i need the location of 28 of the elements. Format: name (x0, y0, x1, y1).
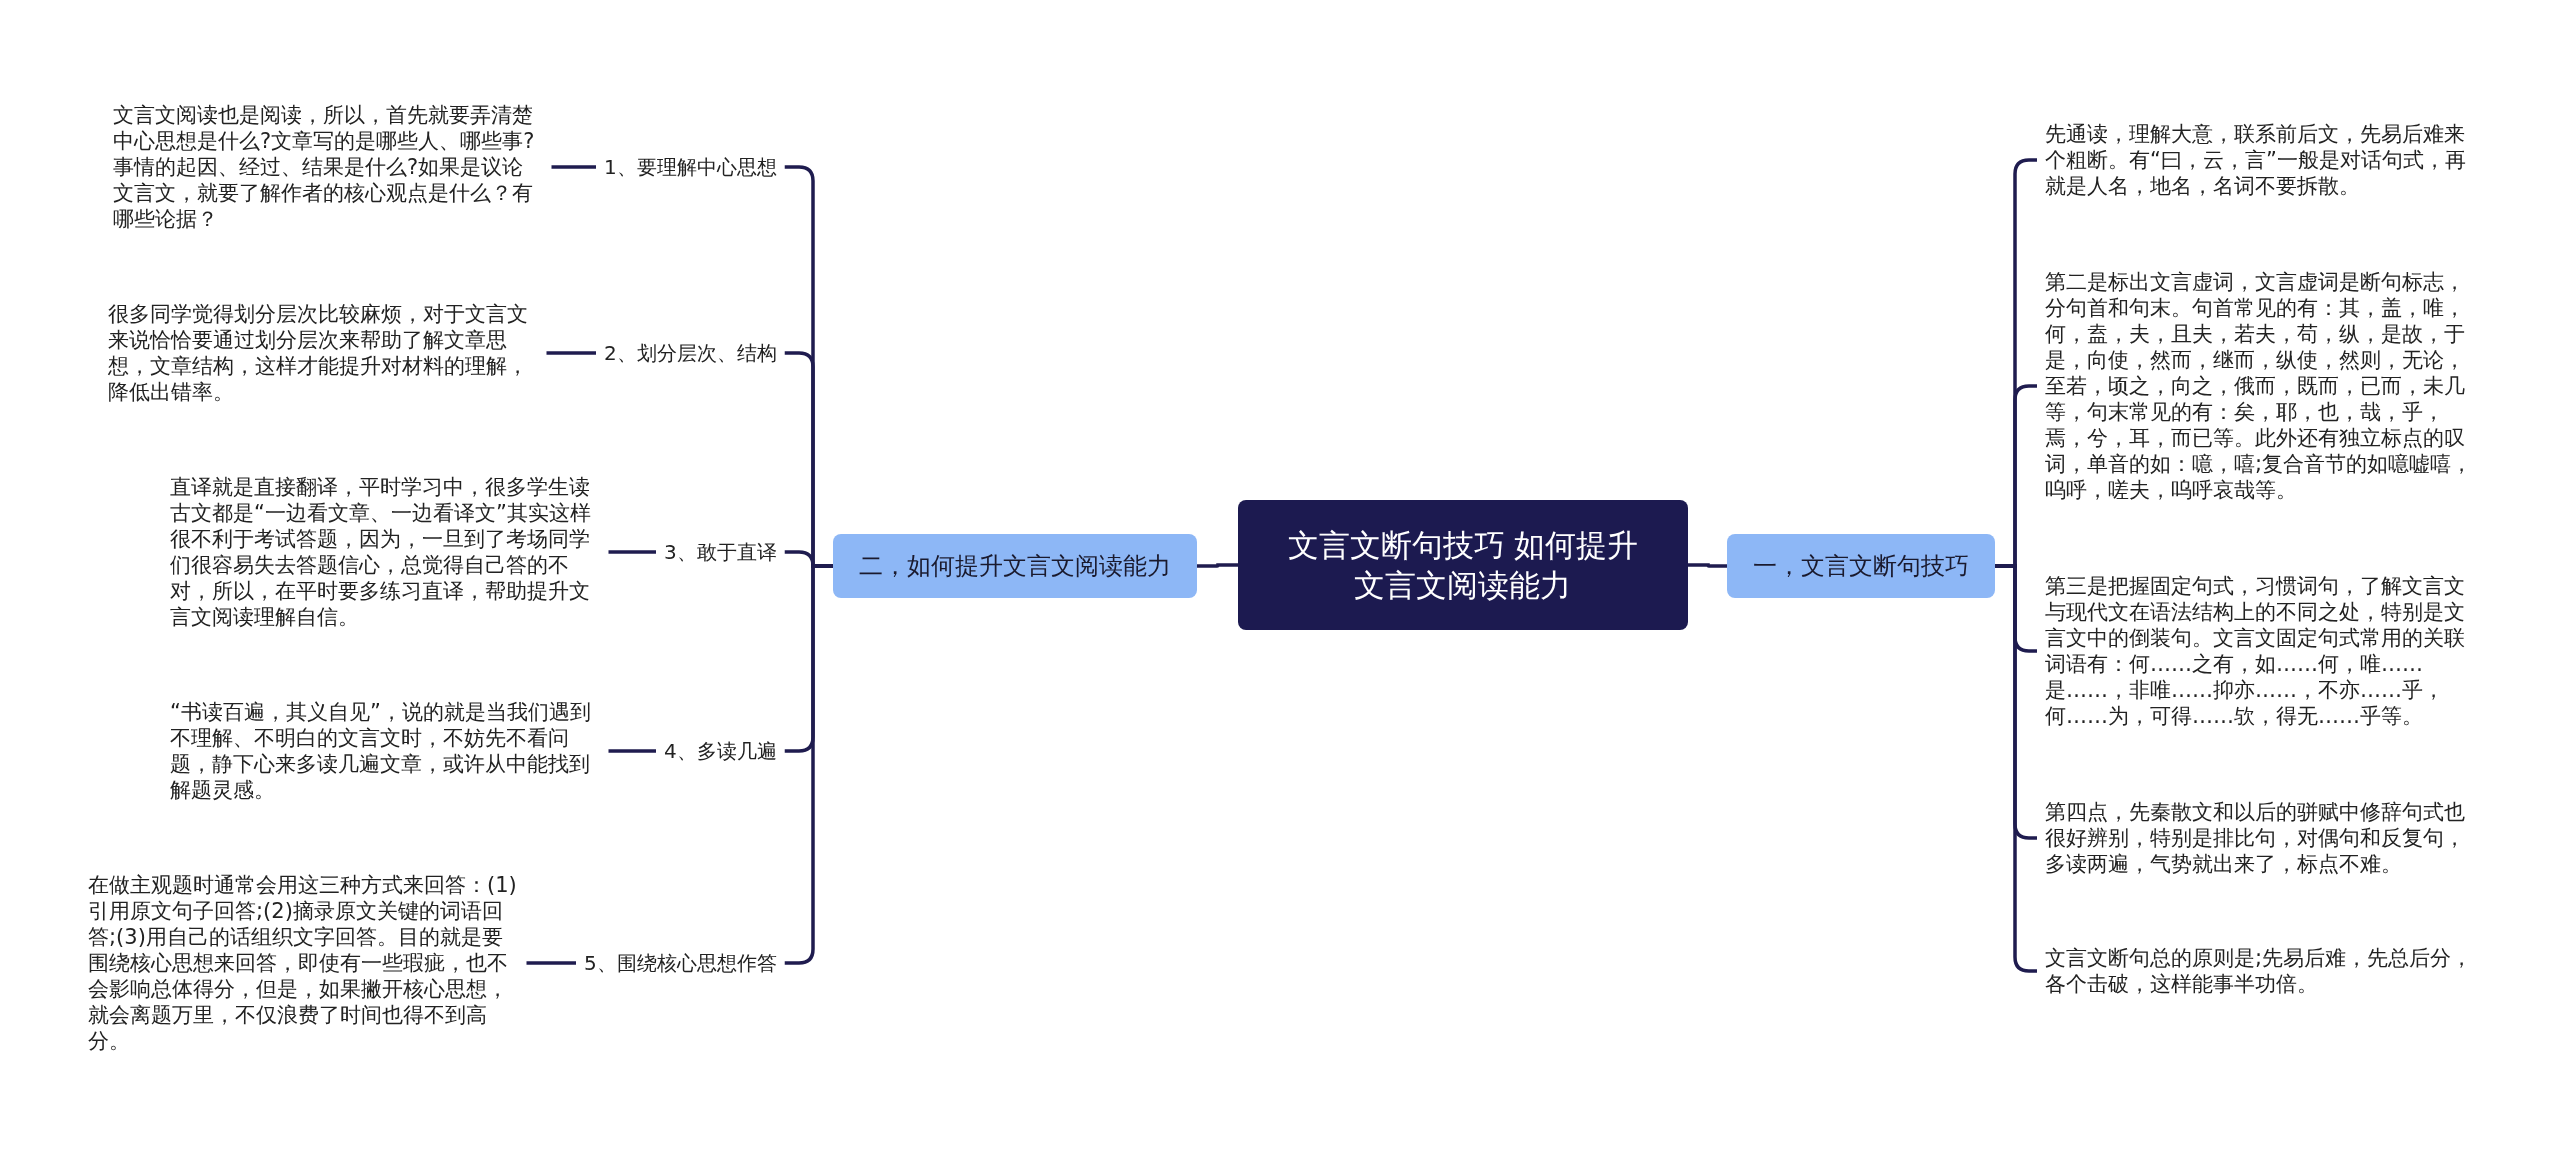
paragraph-text: 文言文断句总的原则是;先易后难，先总后分，各个击破，这样能事半功倍。 (2045, 945, 2474, 997)
subtopic-label: 5、围绕核心思想作答 (584, 950, 777, 976)
paragraph-text: “书读百遍，其义自见”，说的就是当我们遇到不理解、不明白的文言文时，不妨先不看问题，静下心来多读几遍文章，或许从中能找到解题灵感。 (170, 699, 592, 803)
central-topic-box (1238, 500, 1688, 630)
connector-line (1197, 563, 1238, 568)
branch-topic-text: 一，文言文断句技巧 (1753, 551, 1969, 582)
paragraph-text: 第四点，先秦散文和以后的骈赋中修辞句式也很好辨别，特别是排比句，对偶句和反复句，多读两遍，气势就出来了，标点不难。 (2045, 799, 2466, 877)
connector-line (608, 550, 656, 554)
connector-line (1688, 563, 1727, 568)
subtopic-label: 4、多读几遍 (664, 738, 777, 764)
paragraph-text: 第二是标出文言虚词，文言虚词是断句标志，分句首和句末。句首常见的有：其，盖，唯，何，盍，夫，且夫，若夫，苟，纵，是故，于是，向使，然而，继而，纵使，然则，无论，至若，顷之，向之，俄而，既而，已而，未几等，句末常见的有：矣，耶，也，哉，乎，焉，兮，耳，而已等。此外还有独立标点的叹词，单音的如：噫，嘻;复合音节的如噫嘘嘻，呜呼，嗟夫，呜呼哀哉等。 (2045, 269, 2474, 503)
branch-topic-box (833, 534, 1197, 598)
connector-line (551, 165, 596, 169)
subtopic-label: 3、敢于直译 (664, 539, 777, 565)
central-topic-text: 文言文断句技巧 如何提升文言文阅读能力 (1286, 526, 1640, 605)
paragraph-text: 直译就是直接翻译，平时学习中，很多学生读古文都是“一边看文章、一边看译文”其实这样很不利于考试答题，因为，一旦到了考场同学们很容易失去答题信心，总觉得自己答的不对，所以，在平时要多练习直译，帮助提升文言文阅读理解自信。 (170, 474, 592, 630)
connector-line (526, 961, 576, 965)
connector-line (608, 749, 656, 753)
branch-topic-box (1727, 534, 1995, 598)
paragraph-text: 第三是把握固定句式，习惯词句，了解文言文与现代文在语法结构上的不同之处，特别是文言文中的倒装句。文言文固定句式常用的关联词语有：何……之有，如……何，唯……是……，非唯……抑亦……，不亦……乎，何……为，可得……欤，得无……乎等。 (2045, 573, 2466, 729)
branch-topic-text: 二，如何提升文言文阅读能力 (859, 551, 1171, 582)
paragraph-text: 在做主观题时通常会用这三种方式来回答：(1)引用原文句子回答;(2)摘录原文关键的词语回答;(3)用自己的话组织文字回答。目的就是要围绕核心思想来回答，即使有一些瑕疵，也不会影响总体得分，但是，如果撇开核心思想，就会离题万里，不仅浪费了时间也得不到高分。 (88, 872, 518, 1054)
subtopic-label: 1、要理解中心思想 (604, 154, 777, 180)
connector-line (546, 351, 596, 355)
paragraph-text: 很多同学觉得划分层次比较麻烦，对于文言文来说恰恰要通过划分层次来帮助了解文章思想，文章结构，这样才能提升对材料的理解，降低出错率。 (108, 301, 529, 405)
paragraph-text: 先通读，理解大意，联系前后文，先易后难来个粗断。有“曰，云，言”一般是对话句式，再就是人名，地名，名词不要拆散。 (2045, 121, 2467, 199)
subtopic-label: 2、划分层次、结构 (604, 340, 777, 366)
paragraph-text: 文言文阅读也是阅读，所以，首先就要弄清楚中心思想是什么?文章写的是哪些人、哪些事?事情的起因、经过、结果是什么?如果是议论文言文，就要了解作者的核心观点是什么？有哪些论据？ (113, 102, 536, 232)
